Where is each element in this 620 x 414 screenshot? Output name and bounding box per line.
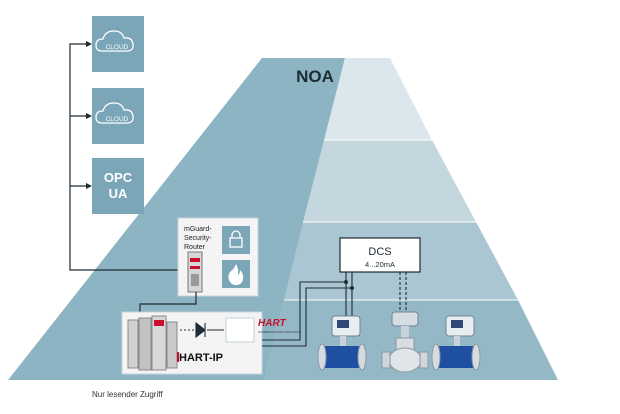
wire-junctions: [344, 280, 354, 290]
hart-logo-tagline: COMMUNICATION PROTOCOL: [258, 330, 302, 334]
pyramid-tier-top: [324, 58, 432, 140]
cloud-box-2: [92, 88, 144, 144]
hart-logo: HART: [258, 318, 286, 329]
router-label-3: Router: [184, 244, 206, 251]
firewall-icon: [228, 264, 244, 285]
router-label-2: Security-: [184, 235, 212, 242]
flowmeter-right: [431, 315, 481, 371]
cloud-icon: [95, 102, 134, 124]
arrowheads: [86, 41, 92, 189]
dcs-label: DCS: [368, 246, 391, 258]
network-cable: [139, 292, 197, 318]
pyramid-title: NOA: [296, 67, 334, 86]
cloud-box-1-label: CLOUD: [106, 44, 129, 51]
cloud-icon: [95, 30, 134, 52]
modular-controller: [127, 315, 178, 371]
lock-icon: [229, 237, 243, 248]
cloud-box-2-label: CLOUD: [106, 116, 129, 123]
hart-ip-logo: HART-IP: [179, 352, 223, 364]
left-connection-bus: [69, 43, 186, 271]
pyramid-left-face: [8, 58, 345, 380]
dcs-box: [339, 237, 421, 273]
opc-ua-box: [92, 158, 144, 214]
router-label-1: mGuard-: [184, 226, 212, 233]
flowmeter-left: [317, 315, 367, 371]
footnote-caption: Nur lesender Zugriff: [92, 390, 163, 399]
control-valve: [381, 311, 429, 373]
opc-ua-line2: UA: [109, 186, 128, 201]
lock-icon-tile: [222, 226, 250, 254]
opc-ua-line1: OPC: [104, 170, 133, 185]
cloud-box-1: [92, 16, 144, 72]
pyramid-tier-second: [303, 140, 476, 222]
optical-diode-icon: [180, 317, 255, 343]
dcs-sublabel: 4...20mA: [365, 260, 395, 269]
